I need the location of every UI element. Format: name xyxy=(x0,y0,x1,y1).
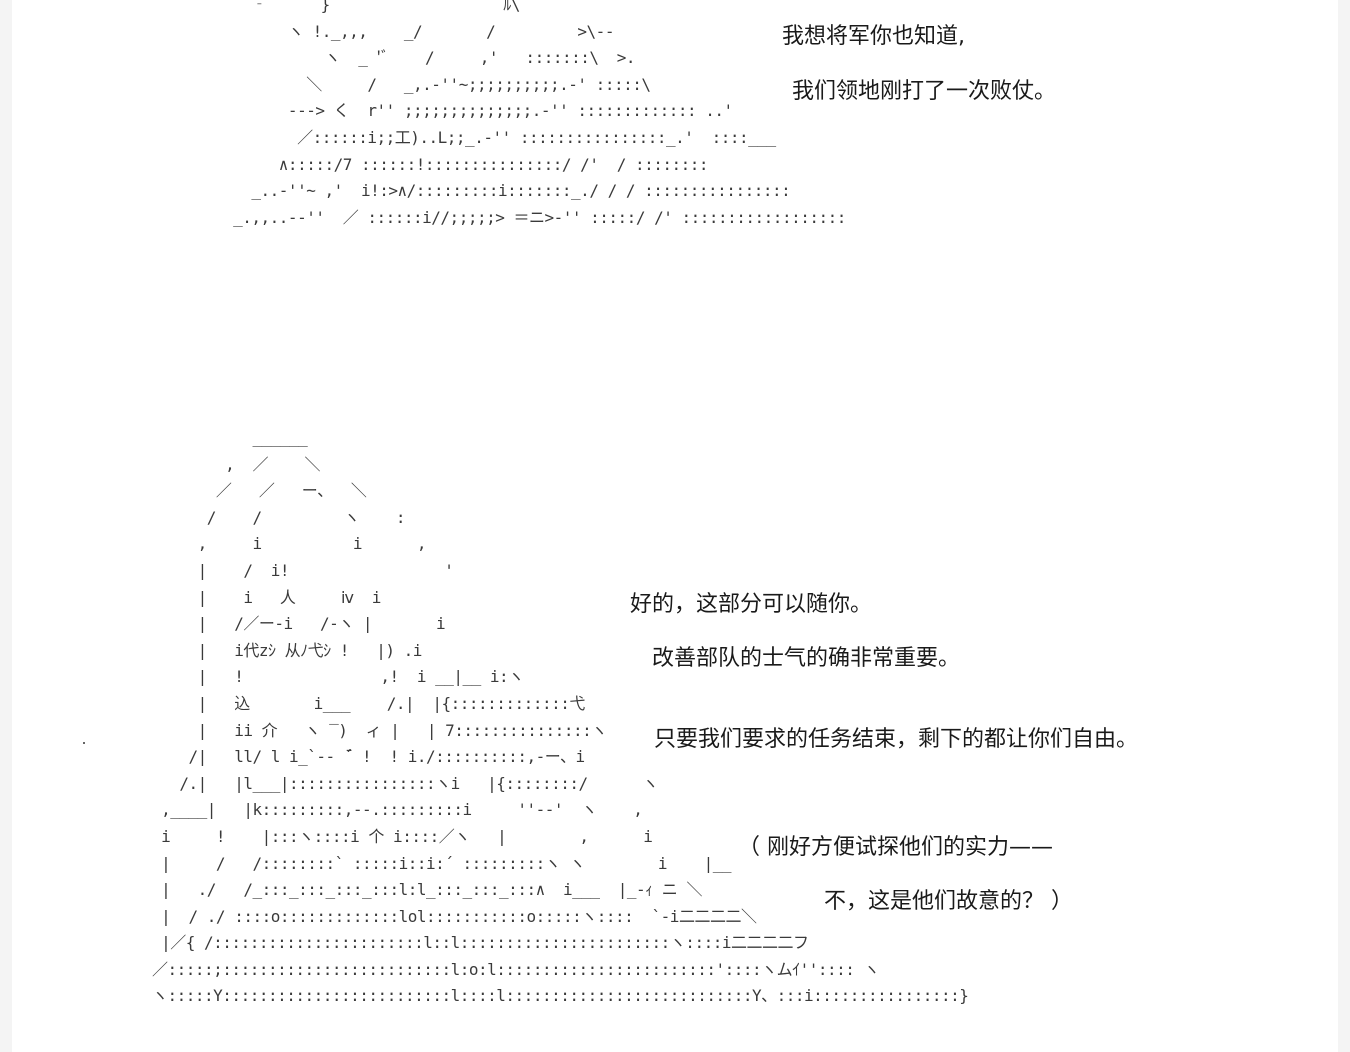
manga-page: ‐ﾞ } ﾙ\ ヽ !._,,, _/ / >\-- ヽ _ 'ﾞ / ,' :… xyxy=(12,0,1338,1052)
page-left-margin xyxy=(0,0,12,1052)
dialogue-line-3: 好的，这部分可以随你。 xyxy=(630,592,873,617)
page-right-margin xyxy=(1338,0,1350,1052)
stray-dot xyxy=(83,742,85,744)
dialogue-line-1: 我想将军你也知道, xyxy=(782,24,965,49)
dialogue-line-2: 我们领地刚打了一次败仗。 xyxy=(792,79,1057,104)
dialogue-line-6: （ 刚好方便试探他们的实力—— xyxy=(738,835,1053,860)
dialogue-line-5: 只要我们要求的任务结束，剩下的都让你们自由。 xyxy=(654,727,1139,752)
dialogue-line-7: 不，这是他们故意的？ ） xyxy=(824,889,1073,914)
ascii-art-landscape: ‐ﾞ } ﾙ\ ヽ !._,,, _/ / >\-- ヽ _ 'ﾞ / ,' :… xyxy=(233,0,846,227)
ascii-art-character: ______ , ／ ＼ ／ ／ ー、 ＼ / / ヽ : , i i , | … xyxy=(152,428,969,1006)
dialogue-line-4: 改善部队的士气的确非常重要。 xyxy=(652,646,961,671)
